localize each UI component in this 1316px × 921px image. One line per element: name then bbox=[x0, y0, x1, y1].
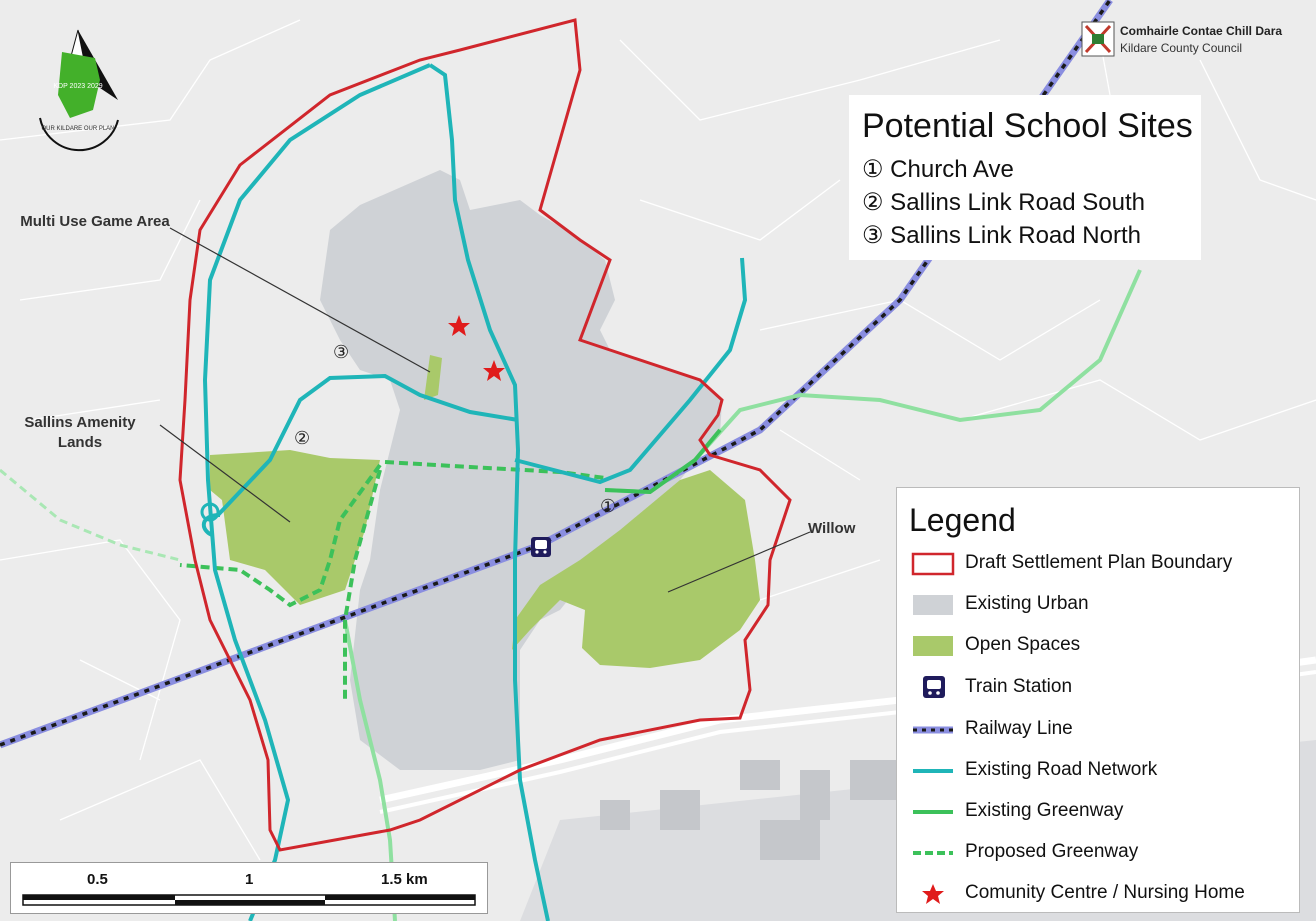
school-site-item: ① Church Ave bbox=[862, 156, 1014, 183]
legend-item-road: Existing Road Network bbox=[905, 753, 1295, 787]
open-space-swatch bbox=[913, 636, 953, 656]
school-site-item: ② Sallins Link Road South bbox=[862, 189, 1146, 216]
legend-panel: Legend Draft Settlement Plan Boundary Ex… bbox=[896, 487, 1300, 913]
svg-text:OUR KILDARE OUR PLAN: OUR KILDARE OUR PLAN bbox=[41, 126, 114, 132]
legend-label: Draft Settlement Plan Boundary bbox=[965, 552, 1233, 573]
legend-item-boundary: Draft Settlement Plan Boundary bbox=[905, 546, 1295, 580]
star-icon bbox=[483, 360, 505, 381]
legend-item-open-spaces: Open Spaces bbox=[905, 628, 1295, 662]
school-sites-panel: Potential School Sites ① Church Ave ② Sa… bbox=[849, 95, 1201, 260]
train-station-marker[interactable] bbox=[531, 537, 551, 557]
multi-use-game-area bbox=[424, 355, 442, 400]
council-irish-name: Comhairle Contae Chill Dara bbox=[1120, 24, 1283, 38]
scale-label: 0.5 bbox=[87, 871, 108, 888]
council-english-name: Kildare County Council bbox=[1120, 41, 1243, 55]
urban-swatch bbox=[913, 595, 953, 615]
site-marker-2[interactable]: ② bbox=[294, 428, 311, 448]
legend-label: Proposed Greenway bbox=[965, 841, 1139, 862]
train-icon bbox=[923, 676, 945, 698]
proposed-greenway bbox=[179, 460, 606, 700]
willow-open-space bbox=[512, 470, 760, 668]
scale-label: 1 bbox=[245, 871, 254, 888]
legend-label: Existing Road Network bbox=[965, 759, 1158, 780]
label-multi-use-game-area: Multi Use Game Area bbox=[20, 213, 170, 230]
star-icon bbox=[448, 315, 470, 336]
council-crest-icon bbox=[1081, 21, 1115, 57]
greenway-swatch bbox=[913, 810, 953, 814]
scale-bar: 0.5 1 1.5 km bbox=[10, 862, 488, 914]
school-sites-title: Potential School Sites bbox=[862, 107, 1193, 145]
site-marker-1[interactable]: ① bbox=[600, 496, 617, 516]
legend-title: Legend bbox=[909, 502, 1016, 538]
legend-item-proposed-greenway: Proposed Greenway bbox=[905, 835, 1295, 869]
existing-road-network bbox=[201, 63, 748, 921]
label-willow: Willow bbox=[808, 520, 856, 537]
school-site-item: ③ Sallins Link Road North bbox=[862, 222, 1141, 249]
kdp-logo: KDP 2023 2029 OUR KILDARE OUR PLAN bbox=[39, 52, 119, 152]
railway-swatch bbox=[913, 726, 953, 734]
existing-urban-area bbox=[320, 170, 722, 770]
draft-settlement-boundary bbox=[178, 18, 792, 852]
legend-label: Existing Urban bbox=[965, 593, 1089, 614]
legend-item-train-station: Train Station bbox=[905, 670, 1295, 704]
label-leaders bbox=[159, 227, 811, 593]
legend-label: Existing Greenway bbox=[965, 800, 1124, 821]
community-centre-markers bbox=[448, 315, 505, 381]
legend-label: Comunity Centre / Nursing Home bbox=[965, 882, 1245, 903]
road-swatch bbox=[913, 769, 953, 773]
legend-label: Railway Line bbox=[965, 718, 1073, 739]
legend-item-community: Comunity Centre / Nursing Home bbox=[905, 876, 1295, 910]
proposed-greenway-swatch bbox=[913, 851, 953, 855]
legend-item-railway: Railway Line bbox=[905, 712, 1295, 746]
star-icon bbox=[922, 884, 944, 904]
legend-item-existing-greenway: Existing Greenway bbox=[905, 794, 1295, 828]
legend-item-urban: Existing Urban bbox=[905, 587, 1295, 621]
scale-ruler bbox=[22, 894, 476, 906]
label-sallins-amenity-lands: Sallins Amenity Lands bbox=[24, 414, 136, 451]
roundabout bbox=[200, 502, 220, 522]
scale-label: 1.5 km bbox=[381, 871, 428, 888]
kdp-logo-text: KDP 2023 2029 bbox=[53, 83, 102, 90]
legend-label: Open Spaces bbox=[965, 634, 1081, 655]
site-marker-3[interactable]: ③ bbox=[333, 342, 350, 362]
sallins-amenity-lands-area bbox=[210, 450, 380, 605]
legend-label: Train Station bbox=[965, 676, 1073, 697]
boundary-swatch bbox=[911, 552, 955, 576]
